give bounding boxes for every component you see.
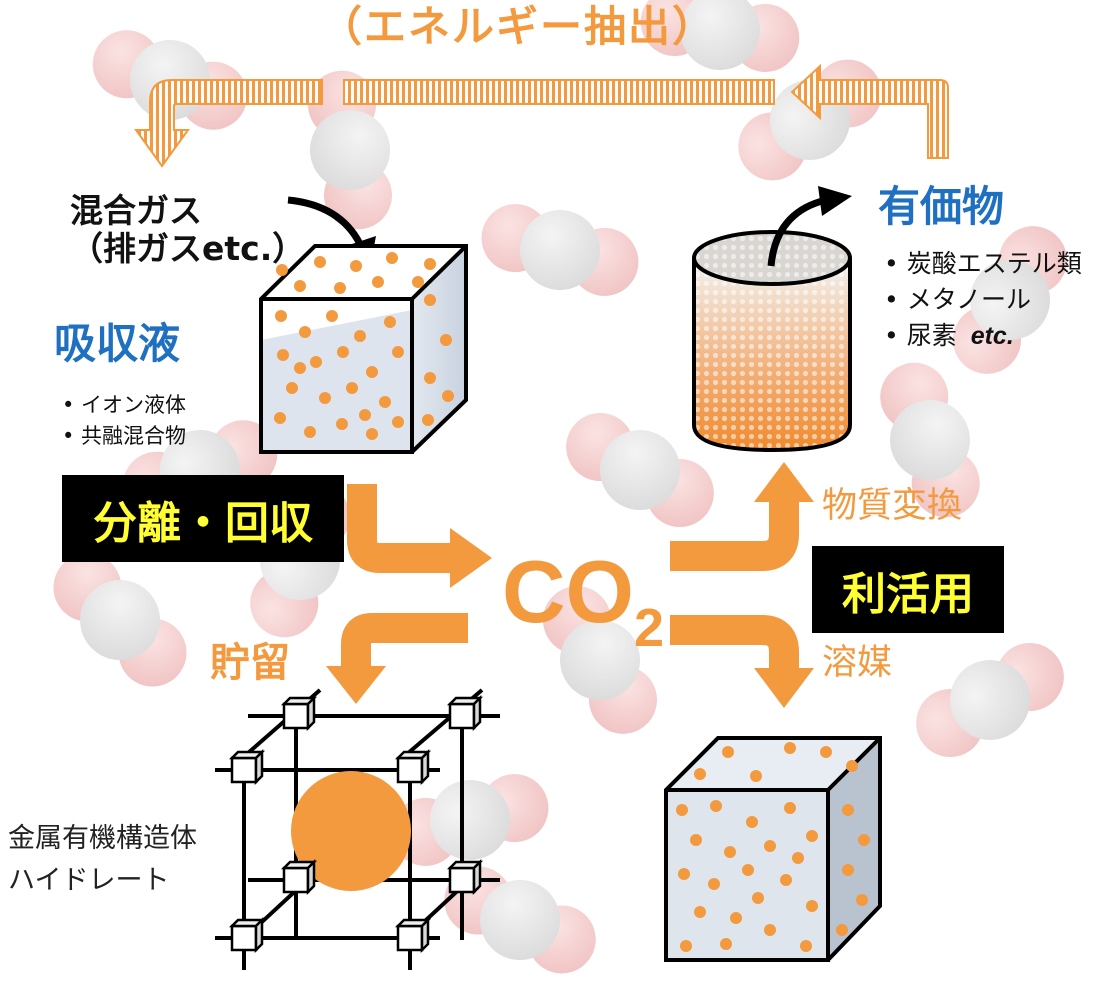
conversion-arrowhead <box>754 462 814 502</box>
solvent-arrow <box>670 615 799 670</box>
solvent-label: 溶媒 <box>822 643 893 683</box>
products-list: • 炭酸エステル類 • メタノール • 尿素 etc. <box>884 251 1082 359</box>
absorbent-item: • イオン液体 <box>62 393 187 417</box>
absorbent-cube <box>259 244 468 454</box>
product-cylinder <box>692 230 852 453</box>
stored-co2-sphere <box>291 771 411 891</box>
storage-arrowhead <box>326 666 386 704</box>
absorbent-title: 吸収液 <box>54 319 181 368</box>
separation-arrowhead <box>450 528 492 588</box>
separation-recovery-box: 分離・回収 <box>62 475 344 562</box>
product-item: • 炭酸エステル類 <box>884 249 1082 278</box>
solvent-arrowhead <box>754 668 814 708</box>
product-item: • メタノール <box>884 285 1031 314</box>
co2-subscript: 2 <box>634 598 665 658</box>
product-outflow-arrow <box>767 196 827 267</box>
valuable-products-title: 有価物 <box>878 182 1005 231</box>
product-item-etc: etc. <box>970 322 1014 350</box>
storage-label: 貯留 <box>210 640 290 686</box>
mixed-gas-line1: 混合ガス <box>70 191 202 230</box>
storage-material-item: ハイドレート <box>8 865 170 896</box>
co2-label: CO2 <box>502 548 665 658</box>
utilization-box: 利活用 <box>812 546 1004 633</box>
absorbent-list: • イオン液体 • 共融混合物 <box>62 395 186 457</box>
co2-main: CO <box>502 542 634 641</box>
energy-extraction-arrow <box>134 63 949 168</box>
conversion-arrow <box>670 500 799 571</box>
energy-extraction-label: （エネルギー抽出） <box>320 2 717 51</box>
solvent-cube <box>664 736 882 962</box>
product-outflow-arrowhead <box>818 186 852 216</box>
absorbent-item: • 共融混合物 <box>62 424 187 448</box>
storage-material-item: 金属有機構造体 <box>8 823 197 854</box>
storage-materials-list: 金属有機構造体 ハイドレート <box>8 825 197 909</box>
product-item-text: • 尿素 <box>884 321 957 350</box>
separation-arrow <box>347 484 452 573</box>
storage-arrow <box>341 613 468 668</box>
mof-nodes <box>228 694 484 954</box>
conversion-label: 物質変換 <box>822 486 963 526</box>
mixed-gas-line2: （排ガスetc.） <box>70 229 306 269</box>
gas-inflow-arrow <box>287 196 364 246</box>
product-item-last: • 尿素 etc. <box>884 323 1082 359</box>
mixed-gas-label: 混合ガス （排ガスetc.） <box>70 191 306 269</box>
